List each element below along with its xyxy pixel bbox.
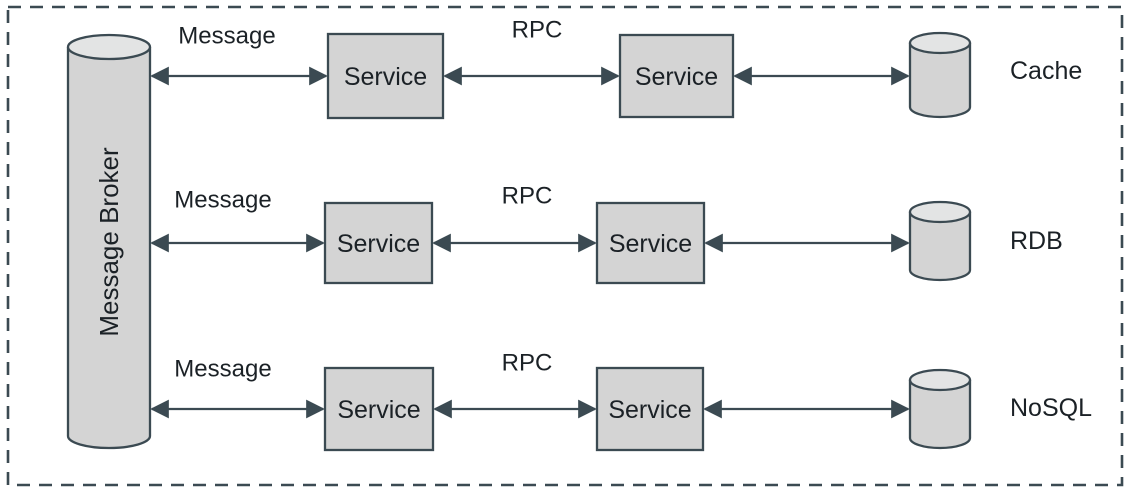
service-node [595, 366, 705, 452]
broker-cylinder-top [66, 33, 152, 61]
service-label: Service [609, 230, 692, 258]
datastore-cylinder-top [908, 368, 972, 392]
system-boundary-frame [6, 5, 1124, 487]
service-label: Service [344, 63, 427, 91]
edge-label-message-1: Message [178, 23, 275, 50]
service-node [326, 32, 445, 120]
datastore-node-rdb [908, 200, 972, 282]
service-label: Service [608, 396, 691, 424]
service-node [323, 201, 434, 285]
edge-label-rpc-2: RPC [502, 183, 553, 210]
datastore-cylinder-body [908, 380, 972, 450]
edge-label-rpc-1: RPC [512, 17, 563, 44]
row-rdb: Message Service RPC Service RDB [150, 183, 1063, 285]
row-nosql: Message Service RPC Service NoSQL [150, 350, 1092, 452]
datastore-label: Cache [1010, 57, 1082, 85]
edge-label-message-2: Message [174, 187, 271, 214]
broker-label: Message Broker [94, 147, 124, 337]
broker-cylinder-body [66, 47, 152, 450]
datastore-node-nosql [908, 368, 972, 450]
message-broker-node: Message Broker [66, 33, 152, 450]
datastore-cylinder-body [908, 212, 972, 282]
row-cache: Message Service RPC Service Cache [150, 17, 1082, 120]
service-node [595, 201, 706, 285]
datastore-cylinder-top [908, 200, 972, 224]
datastore-cylinder-top [908, 31, 972, 55]
service-label: Service [337, 396, 420, 424]
service-node [323, 366, 435, 452]
service-label: Service [635, 63, 718, 91]
service-node [618, 33, 735, 119]
datastore-label: NoSQL [1010, 394, 1092, 422]
datastore-node-cache [908, 31, 972, 119]
datastore-label: RDB [1010, 227, 1063, 255]
edge-label-message-3: Message [174, 356, 271, 383]
service-label: Service [337, 230, 420, 258]
datastore-cylinder-body [908, 43, 972, 119]
edge-label-rpc-3: RPC [502, 350, 553, 377]
